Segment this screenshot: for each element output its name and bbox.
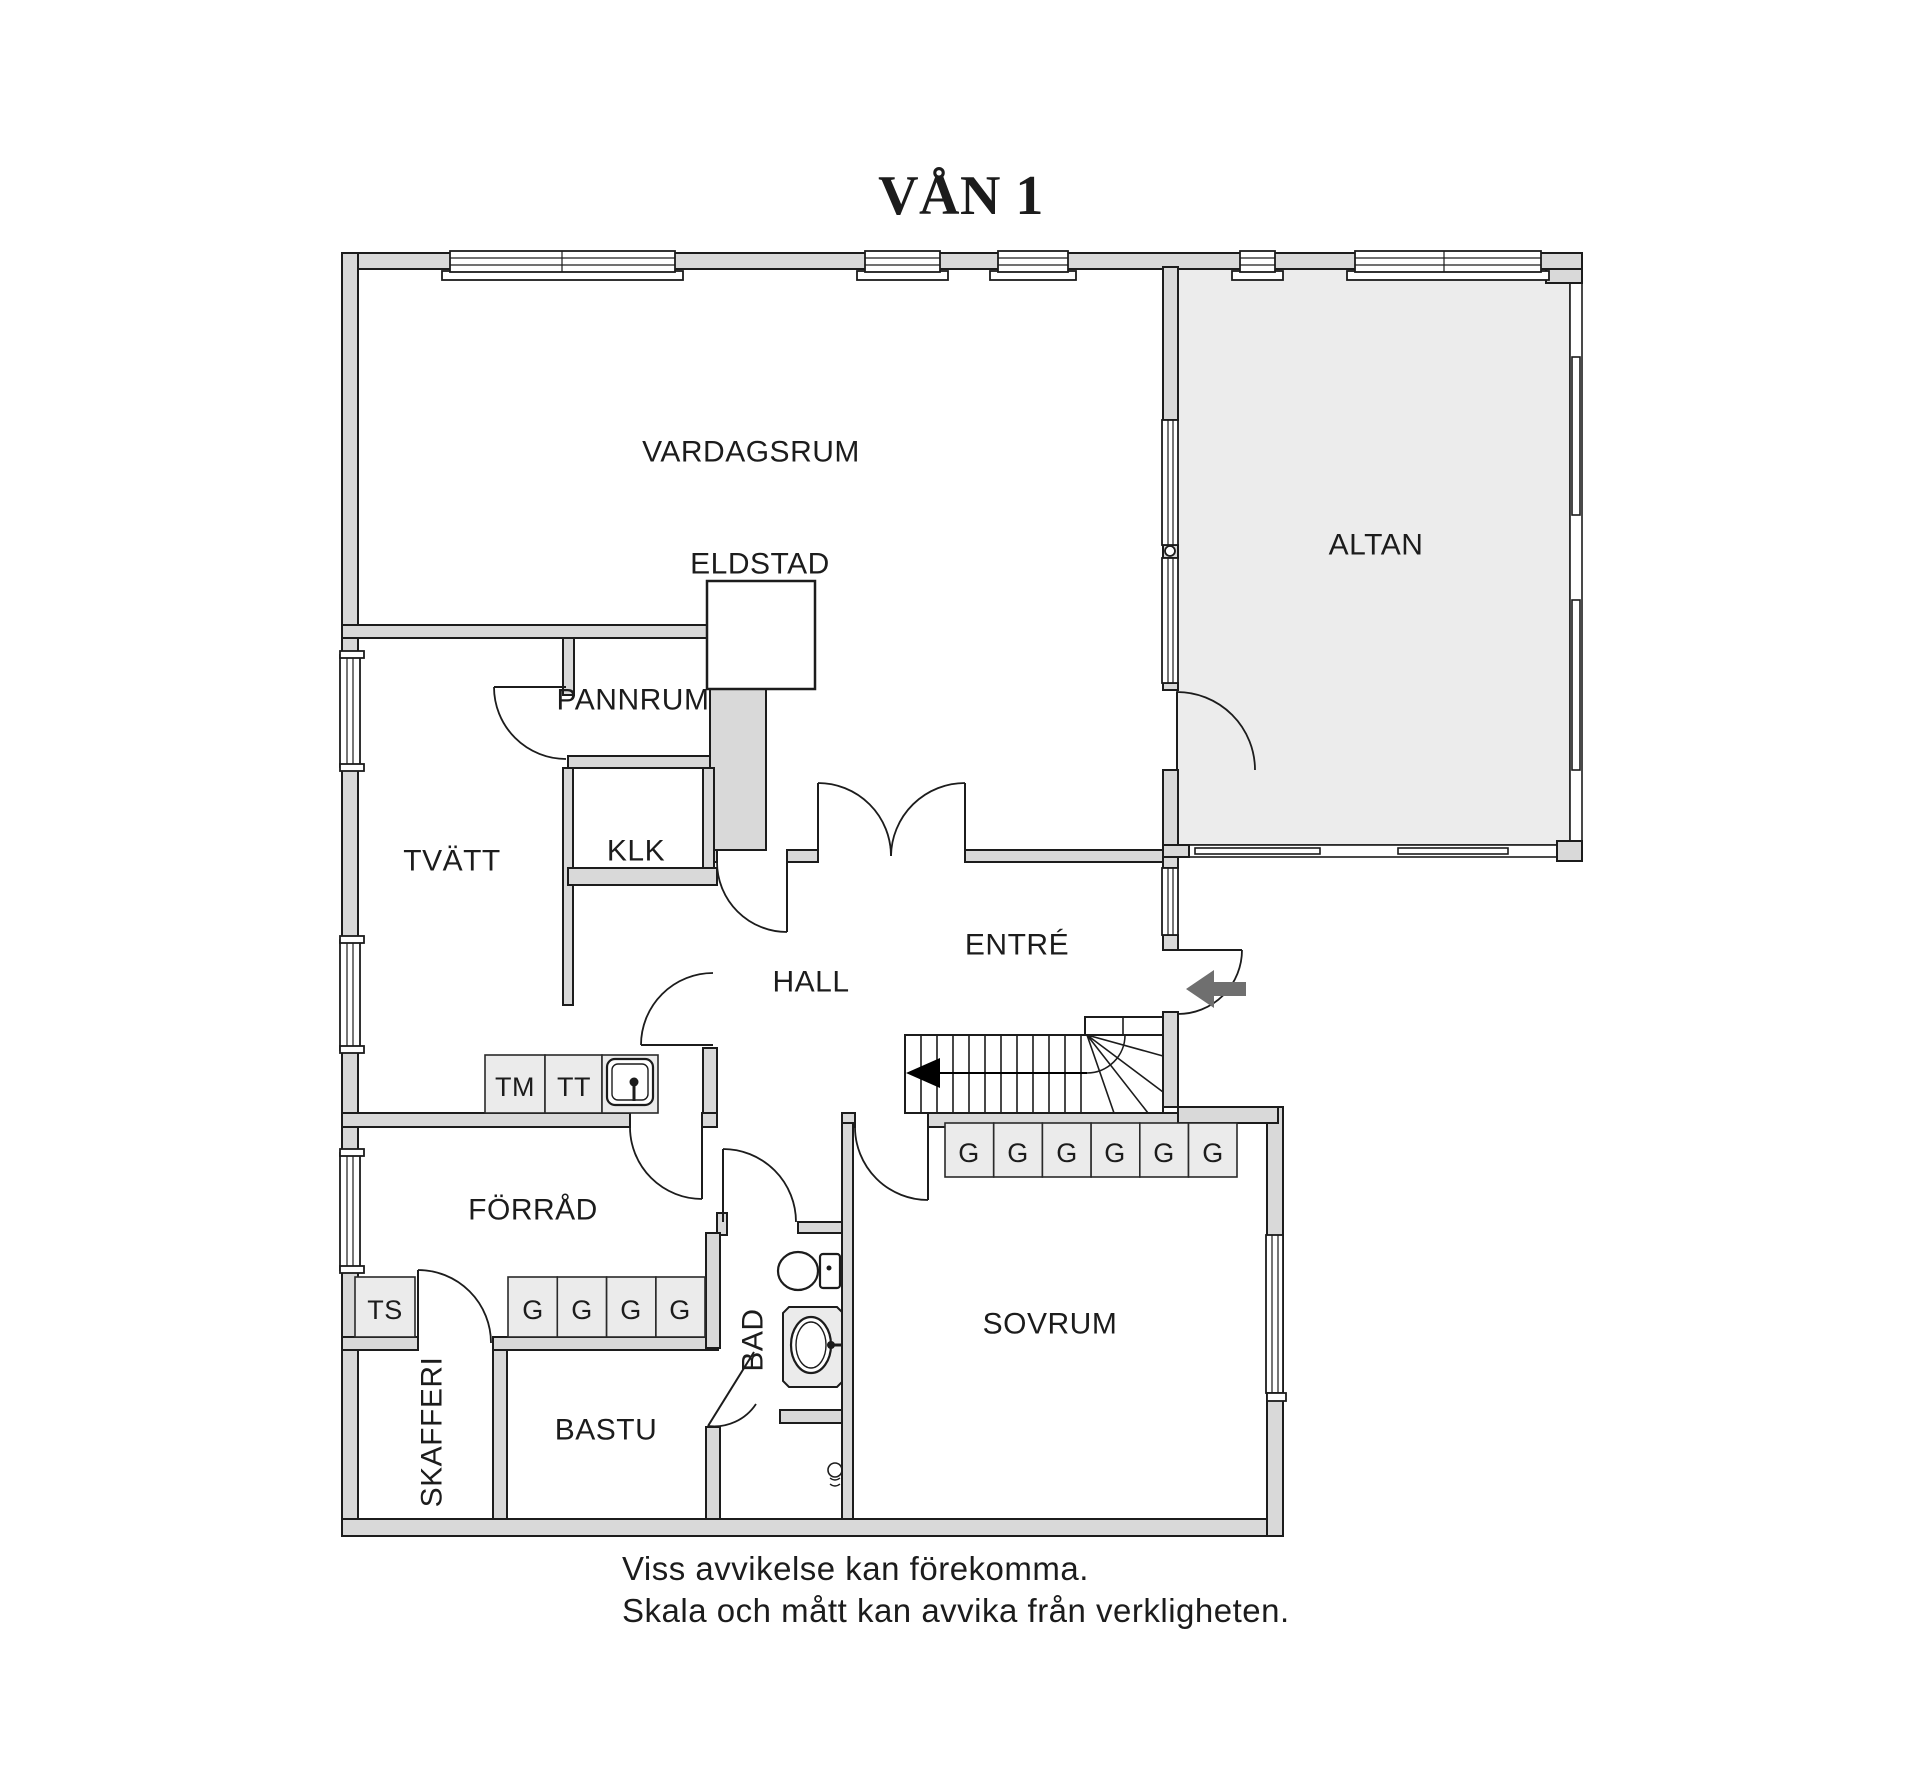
room-label-sovrum: SOVRUM [983,1308,1118,1341]
room-label-skafferi: SKAFFERI [416,1357,449,1508]
disclaimer-line-2: Skala och mått kan avvika från verklighe… [622,1592,1290,1629]
door-hall-vardagsrum [716,861,788,933]
laundry-sink-icon [605,1057,655,1107]
room-label-bastu: BASTU [555,1414,658,1447]
wall-shower-half [779,1409,843,1424]
wall-bottom [341,1518,1284,1537]
fixture-label-tm: TM [495,1072,535,1102]
fixture-label-g-top-2: G [1007,1138,1029,1168]
window-sovrum [1265,1234,1287,1402]
wardrobe-cell [605,1276,657,1338]
floor-drain-icon [827,1462,843,1487]
window-top-2 [856,250,949,281]
room-label-entre: ENTRÉ [965,929,1069,962]
altan-corner-post [1556,840,1583,862]
stairs-direction-arrow [906,1058,940,1088]
wall-klk-right [702,767,715,869]
room-label-forrad: FÖRRÅD [468,1194,598,1227]
wardrobe-cell [556,1276,608,1338]
window-top-3 [989,250,1077,281]
wardrobe-cell [1187,1122,1238,1178]
wardrobe-cell [992,1122,1044,1178]
room-label-klk: KLK [607,835,665,868]
disclaimer-line-1: Viss avvikelse kan förekomma. [622,1550,1089,1587]
fixture-label-g-bottom-1: G [522,1295,544,1325]
wall-pannrum-left [562,637,575,696]
fixture-label-g-bottom-3: G [620,1295,642,1325]
wardrobe-cell [1139,1122,1190,1178]
fixture-label-ts: TS [367,1295,403,1325]
windows-layer [339,250,1550,1402]
door-altan [1176,691,1256,771]
toilet-icon [776,1250,842,1292]
wall-forrad-bottom [492,1336,719,1351]
wall-altan-divider [1162,266,1179,421]
wall-step-entre [1177,1106,1279,1124]
bathroom-sink-icon [782,1306,843,1388]
dryer-square [544,1054,603,1114]
wall-klk-bottom [567,867,718,886]
door-pannrum [493,686,567,760]
door-bad [722,1148,797,1223]
eldstad-box [705,579,817,691]
labels-layer: VÅN 1 VARDAGSRUM ELDSTAD PANNRUM TVÄTT KLK HAL… [367,165,1423,1629]
fixture-label-g-top-3: G [1056,1138,1078,1168]
wall-forrad-top [341,1112,631,1128]
room-label-hall: HALL [772,966,849,999]
window-top-altan-small [1231,250,1284,281]
window-left-tvatt-2 [339,935,365,1054]
wall-bad-top [797,1221,843,1234]
wardrobe-cell [655,1276,706,1338]
room-label-eldstad: ELDSTAD [690,548,830,581]
window-altan-divider-1 [1161,419,1179,546]
wall-tvatt-right [562,767,574,1006]
wall-hall-top [964,849,1164,863]
window-entre [1161,867,1179,936]
doors-layer [417,686,1256,1428]
fixture-label-g-bottom-2: G [571,1295,593,1325]
fixture-label-tt: TT [557,1072,591,1102]
wall-vardagsrum-bottom [341,624,767,639]
wall-pannrum-klk [567,755,711,769]
fixture-label-g-top-4: G [1104,1138,1126,1168]
wardrobe-cell [944,1122,995,1178]
door-bastu [707,1351,757,1428]
altan-terrace [1176,266,1583,862]
fixture-label-g-bottom-4: G [669,1295,691,1325]
wall-skafferi-right [492,1349,508,1520]
window-top-1 [441,250,684,281]
door-skafferi [417,1269,492,1344]
wardrobe-cell [1090,1122,1141,1178]
washing-machine-square [484,1054,546,1114]
fixture-label-g-top-1: G [958,1138,980,1168]
window-left-forrad [339,1148,365,1274]
entry-arrow-icon [1186,970,1246,1008]
room-label-bad: BAD [737,1308,770,1371]
ts-closet [354,1276,416,1338]
door-french-vardagsrum [817,782,966,857]
fixture-label-g-top-5: G [1153,1138,1175,1168]
door-forrad [629,1126,703,1200]
door-sovrum [854,1126,929,1201]
room-label-vardagsrum: VARDAGSRUM [642,436,860,469]
page-title: VÅN 1 [878,165,1044,227]
door-hall-corridor [640,972,714,1046]
window-left-tvatt-1 [339,650,365,772]
wall-bad-left [705,1232,721,1349]
room-label-tvatt: TVÄTT [403,845,501,878]
fixtures-layer [605,1057,843,1487]
staircase [904,1016,1164,1114]
room-label-altan: ALTAN [1329,529,1424,562]
room-label-pannrum: PANNRUM [557,684,710,717]
window-top-altan-wide [1346,250,1550,281]
fixture-label-g-top-6: G [1202,1138,1224,1168]
wall-sovrum-left [841,1122,854,1520]
window-altan-divider-2 [1161,545,1179,684]
